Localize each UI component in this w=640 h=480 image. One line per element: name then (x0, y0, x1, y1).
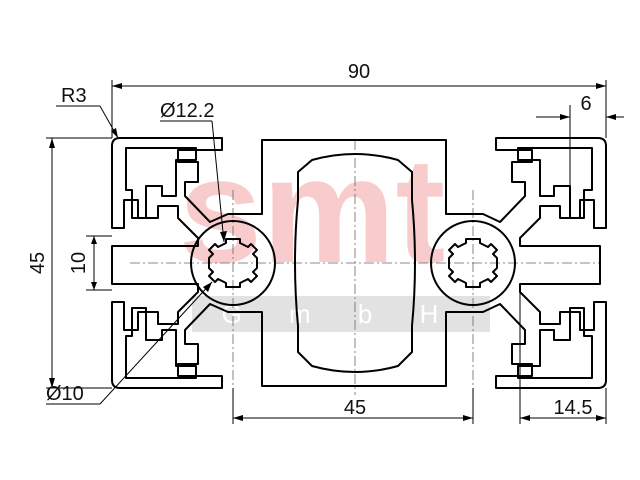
dim-core-pitch: 45 (232, 388, 474, 424)
dim-overall-width-label: 90 (348, 61, 370, 83)
watermark: smt G m b H (179, 126, 490, 332)
watermark-brand: smt (179, 126, 446, 294)
dim-core-pitch-label: 45 (344, 397, 366, 419)
watermark-band (192, 296, 490, 332)
dim-edge-to-slot-label: 14.5 (554, 397, 593, 419)
center-cavity (294, 153, 416, 373)
core-right-outer (430, 220, 516, 306)
dim-slot-width-label: 10 (68, 252, 90, 274)
dim-edge-to-slot: 14.5 (519, 284, 607, 424)
pocket-top-left (125, 147, 197, 219)
dim-height: 45 (27, 137, 112, 389)
watermark-subline: G m b H (222, 299, 459, 329)
core-right-bore (448, 238, 498, 288)
pocket-bottom-right (517, 307, 593, 379)
dim-core-diameter-label: Ø10 (46, 383, 84, 405)
dim-bore-diameter: Ø12.2 (160, 100, 227, 243)
outer-contour (111, 137, 607, 389)
core-left-outer (190, 220, 276, 306)
pocket-bottom-left (125, 307, 197, 379)
dim-height-label: 45 (27, 252, 49, 274)
dim-core-diameter: Ø10 (46, 281, 213, 405)
dim-corner-radius-label: R3 (61, 85, 87, 107)
dim-groove-depth-label: 6 (580, 93, 591, 115)
profile-outline (111, 137, 607, 389)
core-left-bore (208, 238, 258, 288)
dim-slot-width: 10 (68, 235, 112, 291)
dim-bore-diameter-label: Ø12.2 (160, 100, 214, 122)
dim-corner-radius: R3 (56, 85, 119, 139)
dim-groove-depth: 6 (536, 93, 624, 186)
dim-overall-width: 90 (111, 61, 607, 138)
pocket-top-right (517, 147, 593, 219)
